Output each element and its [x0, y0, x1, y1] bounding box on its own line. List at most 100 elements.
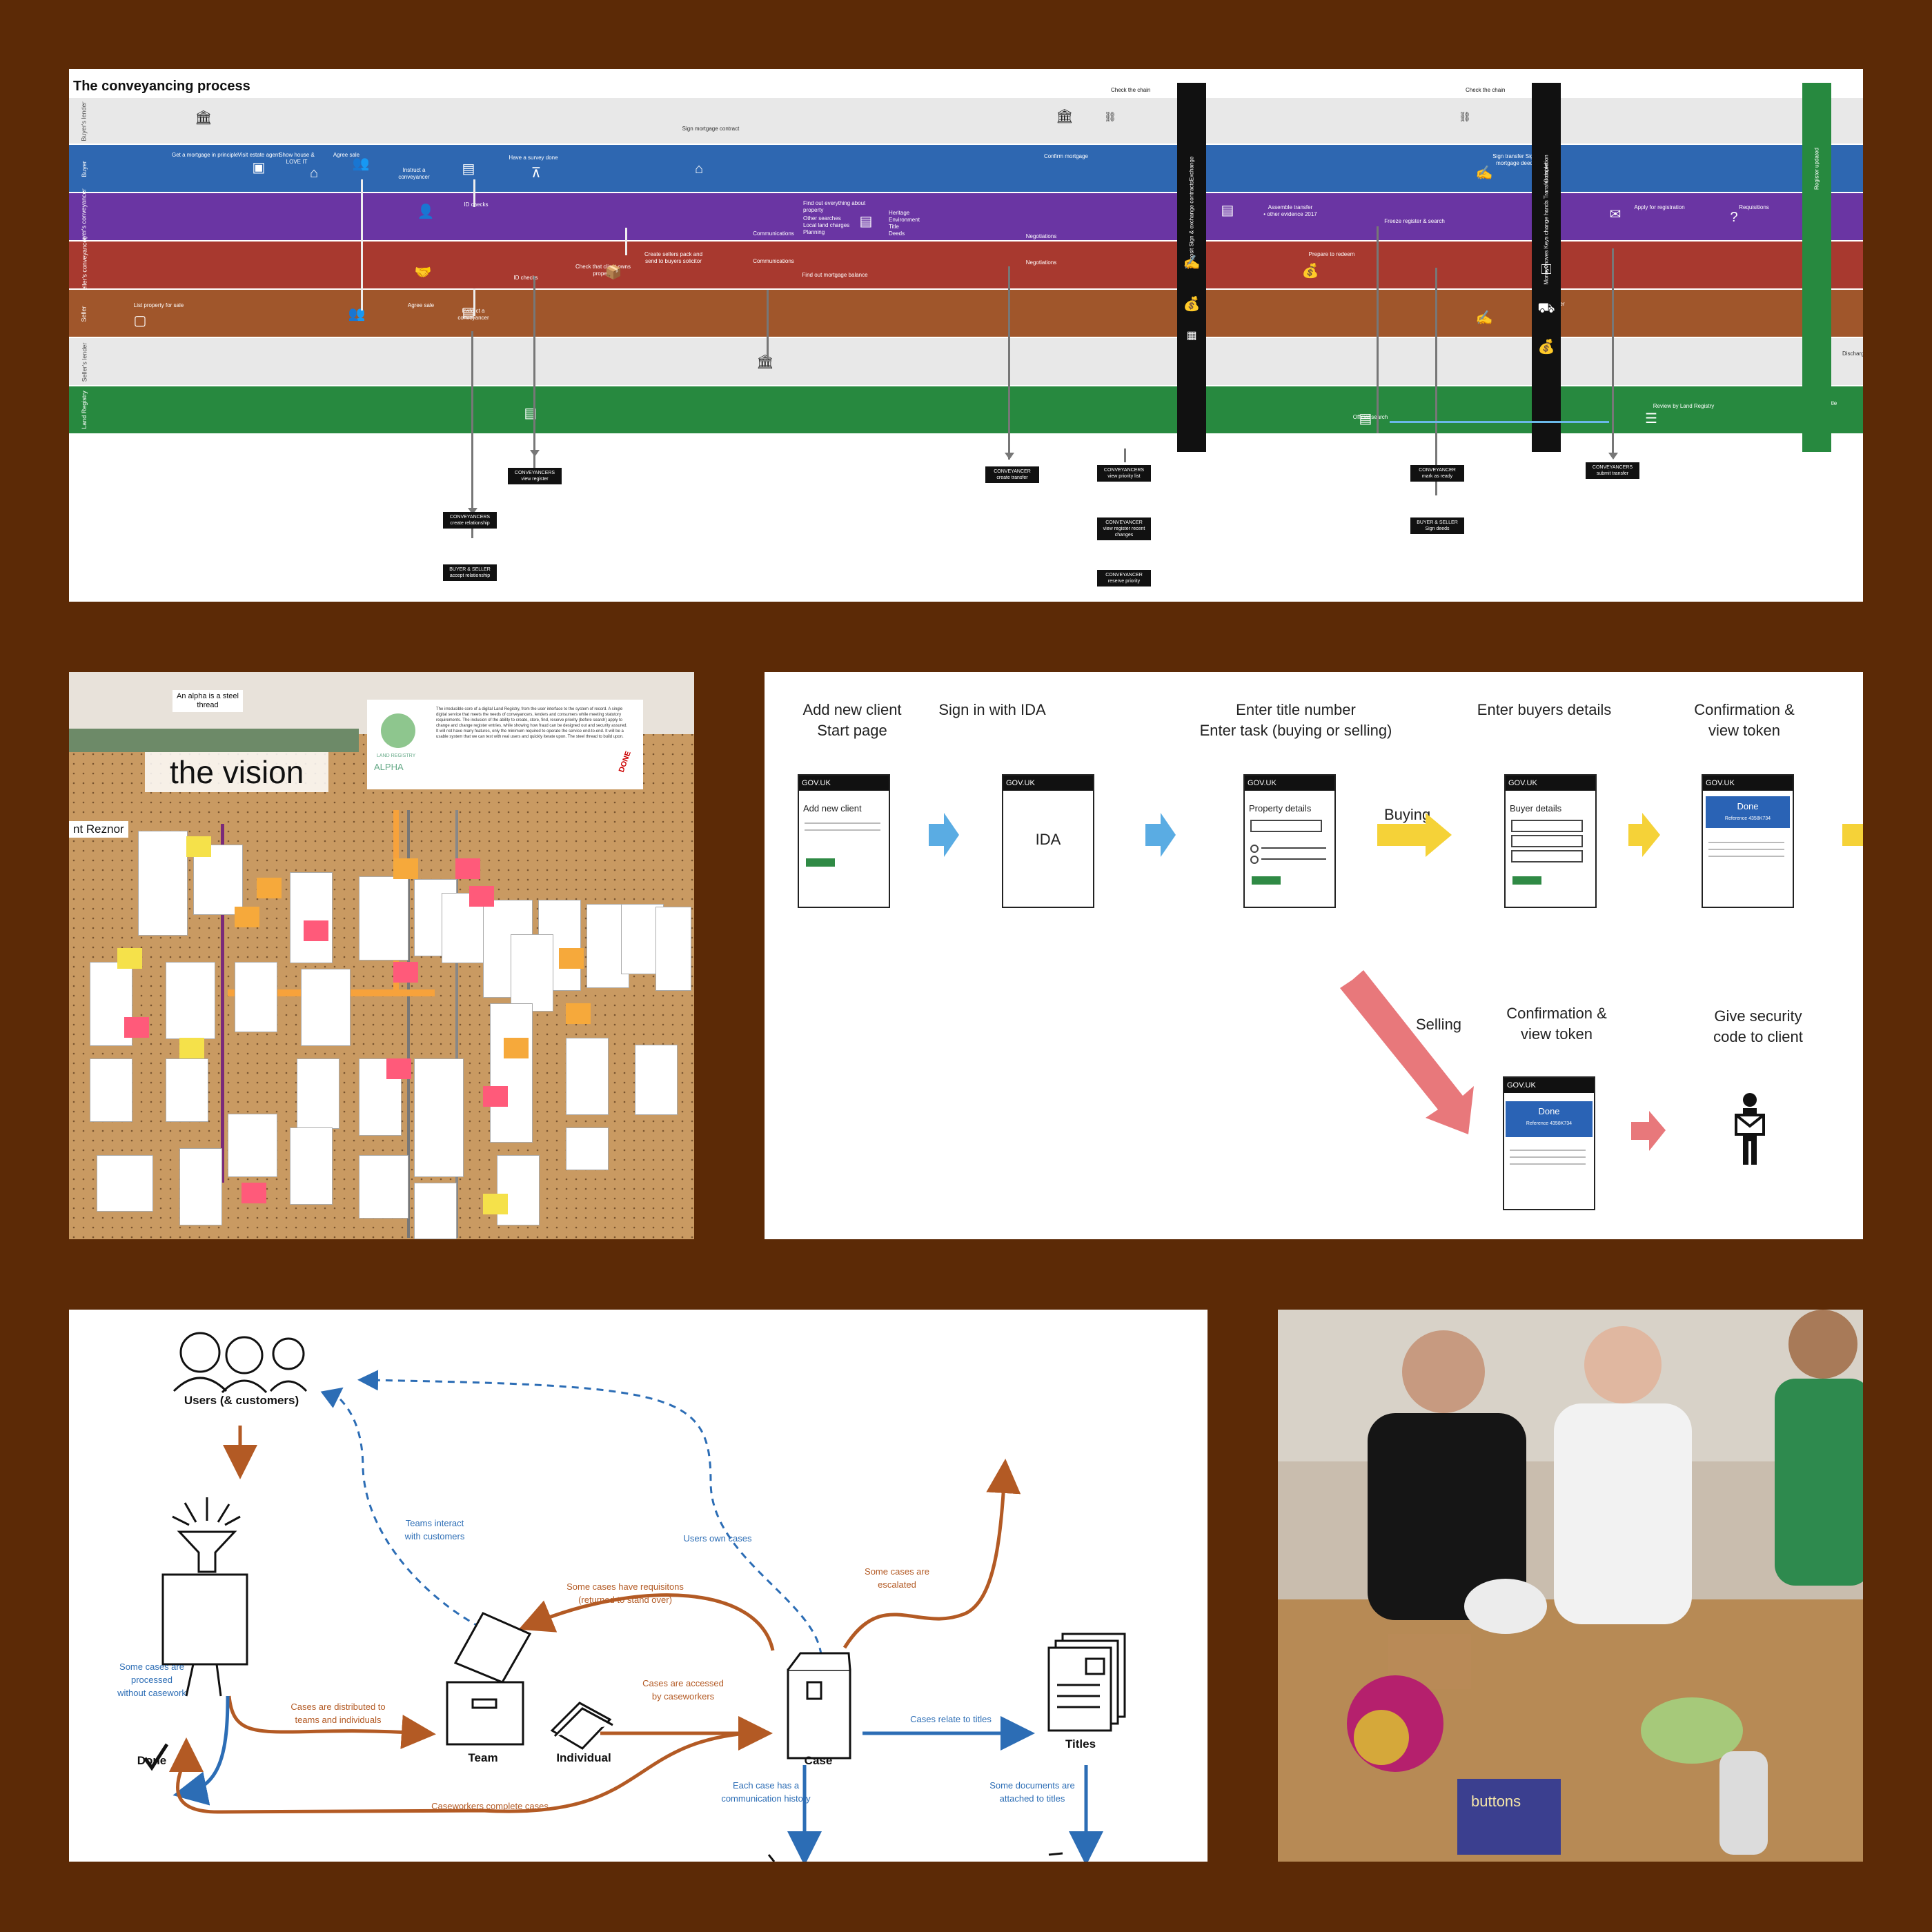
- paper-sketch: [511, 934, 553, 1012]
- screen-label: Add new client: [803, 803, 862, 814]
- swimlane: Land Registry: [69, 385, 1863, 433]
- swimlane-label: Buyer's lender: [72, 98, 97, 145]
- escalated-label: Some cases are escalated: [865, 1566, 929, 1590]
- conveyancing-title: The conveyancing process: [73, 79, 250, 94]
- arrow-red: [1340, 970, 1474, 1134]
- find-out-item: Other searches: [803, 215, 841, 221]
- sticky-note: [393, 962, 418, 983]
- chain-icon: ⛓: [1459, 111, 1471, 122]
- poster-heading: ALPHA: [374, 762, 404, 772]
- step-agree-sale-buyer: Agree sale: [333, 152, 360, 158]
- find-out-item: Heritage: [889, 210, 910, 216]
- sticky-note: [469, 886, 494, 907]
- paper-sketch: [97, 1155, 153, 1212]
- van-icon: ⛟: [1537, 301, 1555, 316]
- person-white-shirt: [1554, 1326, 1692, 1624]
- sign-pen-icon: ✍: [1475, 310, 1493, 326]
- swimlane-label: Buyer's conveyancer: [72, 188, 97, 246]
- flow-step-title: Sign in with IDA: [938, 701, 1046, 718]
- register-updated-label: Register updated: [1813, 148, 1820, 190]
- done-reference: Reference 4358K734: [1526, 1121, 1573, 1126]
- team-box-icon: [446, 1612, 532, 1746]
- find-out-item: Deeds: [889, 230, 905, 237]
- step-requisitions: Requisitions: [1739, 204, 1769, 210]
- swimlane: Seller's conveyancer: [69, 237, 1863, 294]
- clipboard-icon: ▤: [1221, 203, 1234, 218]
- step-instruct-buyer: Instruct a conveyancer: [398, 167, 430, 180]
- arrow-yellow: [1842, 824, 1863, 846]
- gov-uk-header: GOV.UK: [1703, 776, 1793, 791]
- step-apply-registration: Apply for registration: [1634, 204, 1685, 210]
- complete-label: Caseworkers complete cases: [431, 1801, 549, 1811]
- step-discharge: Discharge: [1842, 351, 1863, 357]
- alpha-poster: LAND REGISTRY ALPHA The irreducible core…: [367, 700, 643, 789]
- vision-heading: the vision: [145, 752, 329, 792]
- paper-sketch: [297, 1058, 339, 1129]
- step-find-out-mortgage: Find out mortgage balance: [802, 272, 868, 278]
- step-prepare-redeem: Prepare to redeem: [1308, 251, 1355, 257]
- key-icon: ⚿: [1541, 262, 1552, 277]
- paper-sketch: [497, 1155, 540, 1225]
- screen-property-details: GOV.UK Property details: [1243, 774, 1336, 908]
- case-folder-icon: [787, 1652, 851, 1759]
- sticky-note: [393, 858, 418, 879]
- done-label: Done: [137, 1754, 167, 1767]
- arrow-blue: [1145, 813, 1176, 857]
- sticky-note: [235, 907, 259, 927]
- surveyor-icon: ⊼: [531, 166, 542, 181]
- register-copy-icon: ▤: [524, 406, 538, 421]
- bank-icon: 🏛: [756, 355, 774, 370]
- vision-wall-photo: An alpha is a steel thread the vision nt…: [69, 672, 694, 1239]
- step-communications-1: Communications: [753, 230, 794, 237]
- exchange-label: Exchange: [1188, 156, 1195, 181]
- swimlane-label: Buyer: [72, 145, 97, 193]
- swimlane: Seller: [69, 288, 1863, 338]
- paper-sketch: [359, 1155, 408, 1219]
- individual-papers-icon: [550, 1702, 613, 1750]
- assemble-transfer-label: Assemble transfer: [1268, 204, 1313, 210]
- map-connectors: [143, 1332, 1126, 1862]
- sticky-note: [566, 1003, 591, 1024]
- sticky-note: [483, 1194, 508, 1214]
- screen-buyer-details: GOV.UK Buyer details: [1504, 774, 1597, 908]
- swimlane: Buyer's lender: [69, 97, 1863, 145]
- id-card-icon: ▤: [462, 305, 475, 320]
- paper-sketch: [228, 1114, 277, 1177]
- sign-pen-icon: ✍: [1475, 166, 1493, 181]
- flow-step-title: Add new client Start page: [802, 701, 902, 739]
- paper-sketch: [414, 1058, 464, 1177]
- step-agree-sale-seller: Agree sale: [407, 302, 435, 308]
- history-label: Each case has a communication history: [721, 1780, 811, 1804]
- paper-sketch: [166, 1058, 208, 1122]
- pack-icon: 📦: [604, 265, 622, 280]
- done-reference: Reference 4358K734: [1724, 816, 1771, 821]
- users-own-label: Users own cases: [683, 1533, 752, 1544]
- reznor-label: nt Reznor: [69, 821, 128, 838]
- workshop-photo: buttons: [1278, 1310, 1863, 1862]
- sticky-note: [483, 1086, 508, 1107]
- sticky-note: [504, 1038, 529, 1058]
- funnel-person-icon: [161, 1497, 248, 1697]
- sticky-note: [124, 1017, 149, 1038]
- paper-sketch: [359, 876, 408, 960]
- sell-confirm-title: Confirmation & view token: [1506, 1005, 1607, 1043]
- relate-label: Cases relate to titles: [910, 1714, 992, 1724]
- official-search-link: [1390, 421, 1609, 423]
- step-confirm-mortgage: Confirm mortgage: [1043, 153, 1089, 159]
- step-communications-2: Communications: [753, 258, 794, 264]
- paper-sketch: [138, 831, 188, 936]
- paper-sketch: [290, 872, 333, 963]
- check-chain-2: Check the chain: [1466, 87, 1506, 93]
- alpha-label: An alpha is a steel thread: [172, 690, 243, 712]
- arrow-blue: [929, 813, 959, 857]
- accessed-label: Cases are accessed by caseworkers: [642, 1678, 724, 1702]
- swimlane-label-text: Land Registry: [81, 391, 88, 429]
- people-icon: 👥: [352, 156, 370, 171]
- arrow-yellow: [1628, 813, 1660, 857]
- money-bag-icon: 💰: [1301, 264, 1319, 279]
- flow-step-title: Enter title number Enter task (buying or…: [1199, 701, 1392, 739]
